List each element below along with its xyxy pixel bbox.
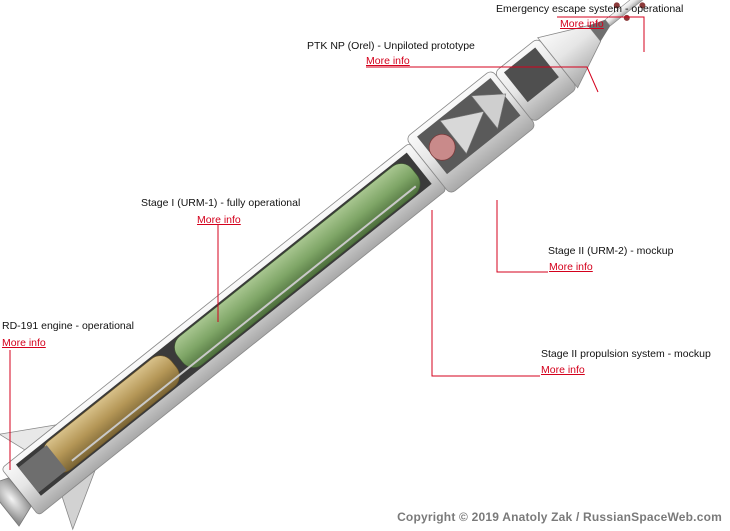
spacecraft-cutaway (503, 47, 559, 103)
leader-escape (557, 16, 645, 52)
stage-two-dome-1 (439, 111, 485, 155)
fin-upper (0, 424, 58, 451)
leader-lines (9, 16, 645, 470)
capsule-nose (588, 19, 611, 42)
link-ptk-more-info[interactable]: More info (366, 55, 410, 67)
label-stage1-title: Stage I (URM-1) - fully operational (141, 197, 301, 209)
link-stage1-more-info[interactable]: More info (197, 214, 241, 226)
label-ptk-title: PTK NP (Orel) - Unpiloted prototype (307, 40, 475, 52)
stage-two-engine (428, 133, 456, 161)
label-escape-title: Emergency escape system - operational (496, 3, 684, 15)
link-engine-more-info[interactable]: More info (2, 337, 46, 349)
label-prop2-title: Stage II propulsion system - mockup (541, 348, 711, 360)
escape-motor-4 (639, 2, 646, 9)
fin-lower (61, 469, 96, 531)
stage-one-upper-tank (174, 163, 421, 368)
escape-motor-2 (623, 14, 630, 21)
engine-compartment (18, 445, 67, 493)
link-prop2-more-info[interactable]: More info (541, 364, 585, 376)
link-escape-more-info[interactable]: More info (560, 18, 604, 30)
spacecraft-capsule (537, 25, 602, 89)
copyright-notice: Copyright © 2019 Anatoly Zak / RussianSp… (397, 510, 722, 524)
stage-two-dome-2 (470, 93, 507, 130)
leader-ptk (366, 66, 599, 93)
leader-prop2 (431, 210, 540, 377)
link-stage2-more-info[interactable]: More info (549, 261, 593, 273)
escape-tower (604, 0, 674, 27)
leader-stage2 (496, 200, 548, 273)
feed-line (71, 185, 417, 462)
rd191-nozzle (0, 477, 32, 527)
label-engine-title: RD-191 engine - operational (2, 320, 134, 332)
escape-motor-1 (613, 2, 620, 9)
label-stage2-title: Stage II (URM-2) - mockup (548, 245, 674, 257)
